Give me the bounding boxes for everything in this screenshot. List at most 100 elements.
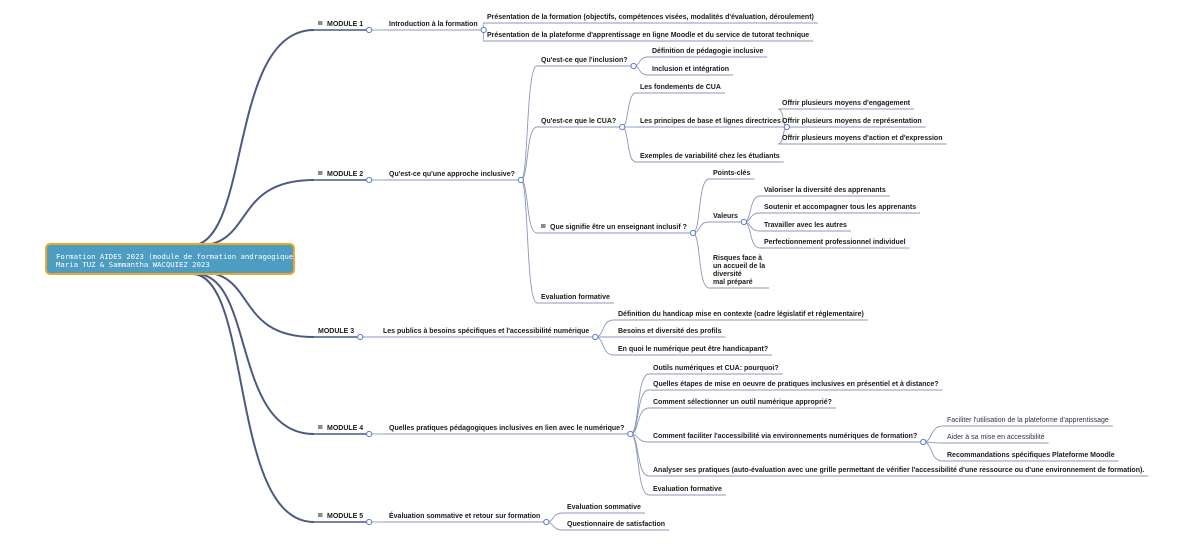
collapse-toggle-icon[interactable] [480, 26, 487, 34]
collapse-toggle-icon[interactable] [740, 218, 748, 226]
topic-perfectionnement-professionnel-individue[interactable]: Perfectionnement professionnel individue… [764, 239, 906, 246]
topic-label: Valoriser la diversité des apprenants [764, 187, 886, 194]
topic-label: Les principes de base et lignes directri… [640, 118, 781, 125]
topic-quelles-pratiques-pedagogiques-inclusive[interactable]: Quelles pratiques pédagogiques inclusive… [389, 425, 624, 432]
topic-label: Recommandations spécifiques Plateforme M… [947, 452, 1115, 459]
collapse-toggle-icon[interactable] [619, 123, 626, 131]
topic-les-principes-de-base-et-lignes-directri[interactable]: Les principes de base et lignes directri… [640, 118, 781, 125]
topic-label-line: un accueil de la [713, 263, 765, 270]
topic-soutenir-et-accompagner-tous-les-apprena[interactable]: Soutenir et accompagner tous les apprena… [764, 204, 916, 211]
root-branch-line [195, 179, 315, 247]
topic-label: Perfectionnement professionnel individue… [764, 239, 906, 246]
collapse-toggle-icon[interactable] [627, 430, 634, 438]
topic-qu-est-ce-que-le-cua[interactable]: Qu'est-ce que le CUA? [541, 118, 616, 125]
topic-module-5[interactable]: MODULE 5 [318, 513, 363, 520]
topic-comment-faciliter-l-accessibilite-via-en[interactable]: Comment faciliter l'accessibilité via en… [653, 433, 917, 440]
topic-label-line: mal préparé [713, 279, 753, 286]
branch-line [621, 92, 637, 128]
topic-en-quoi-le-numerique-peut-etre-handicapa[interactable]: En quoi le numérique peut être handicapa… [618, 346, 768, 353]
topic-quelles-etapes-de-mise-en-oeuvre-de-prat[interactable]: Quelles étapes de mise en oeuvre de prat… [653, 381, 939, 388]
topic-label: Besoins et diversité des profils [618, 328, 722, 335]
topic-analyser-ses-pratiques-auto-evaluation-a[interactable]: Analyser ses pratiques (auto-évaluation … [653, 467, 1144, 474]
topic-questionnaire-de-satisfaction[interactable]: Questionnaire de satisfaction [567, 521, 665, 528]
topic-label: Outils numériques et CUA: pourquoi? [653, 365, 779, 372]
topic-module-3[interactable]: MODULE 3 [318, 328, 354, 335]
branch-line [621, 126, 637, 163]
topic-label: Questionnaire de satisfaction [567, 521, 665, 528]
topic-label: Inclusion et intégration [652, 66, 729, 73]
central-topic-authors: Maria TUZ & Sammantha WACQUIEZ 2023 [56, 260, 210, 269]
branch-line [743, 195, 761, 223]
topic-inclusion-et-integration[interactable]: Inclusion et intégration [652, 66, 729, 73]
topic-recommandations-specifiques-plateforme-m[interactable]: Recommandations spécifiques Plateforme M… [947, 452, 1115, 459]
topic-label: Qu'est-ce qu'une approche inclusive? [389, 171, 515, 178]
branch-line [520, 126, 538, 181]
topic-label: Que signifie être un enseignant inclusif… [550, 224, 687, 231]
topic-introduction-a-la-formation[interactable]: Introduction à la formation [389, 21, 478, 28]
topic-definition-de-pedagogie-inclusive[interactable]: Définition de pédagogie inclusive [652, 48, 763, 55]
topic-risques-face-a-un-accueil-de-la-diversit[interactable]: Risques face àun accueil de ladiversitém… [713, 255, 765, 286]
topic-label: Evaluation formative [541, 294, 610, 301]
branch-line [692, 178, 710, 234]
topic-evaluation-sommative-et-retour-sur-forma[interactable]: Évaluation sommative et retour sur forma… [389, 511, 540, 520]
topic-label: MODULE 5 [327, 513, 363, 520]
topic-travailler-avec-les-autres[interactable]: Travailler avec les autres [764, 222, 847, 229]
topic-exemples-de-variabilite-chez-les-etudian[interactable]: Exemples de variabilité chez les étudian… [640, 153, 780, 160]
topic-label: Présentation de la formation (objectifs,… [487, 14, 814, 21]
topic-besoins-et-diversite-des-profils[interactable]: Besoins et diversité des profils [618, 328, 722, 335]
topic-label: En quoi le numérique peut être handicapa… [618, 346, 768, 353]
branch-line [520, 65, 538, 181]
topic-aider-a-sa-mise-en-accessibilite[interactable]: Aider à sa mise en accessibilité [947, 434, 1045, 441]
topic-label: Présentation de la plateforme d'apprenti… [487, 32, 809, 39]
topic-module-4[interactable]: MODULE 4 [318, 425, 363, 432]
topic-evaluation-formative[interactable]: Evaluation formative [653, 486, 722, 493]
topic-evaluation-sommative[interactable]: Evaluation sommative [567, 504, 641, 511]
topic-label: Offrir plusieurs moyens d'action et d'ex… [782, 135, 942, 142]
collapse-toggle-icon[interactable] [630, 62, 637, 70]
note-icon [318, 425, 323, 429]
collapse-toggle-icon[interactable] [689, 229, 697, 237]
topic-label: Qu'est-ce que l'inclusion? [541, 57, 628, 64]
topic-label: MODULE 1 [327, 21, 363, 28]
topic-evaluation-formative[interactable]: Evaluation formative [541, 294, 610, 301]
collapse-toggle-icon[interactable] [366, 176, 373, 184]
topic-label: MODULE 3 [318, 328, 354, 335]
collapse-toggle-icon[interactable] [592, 333, 599, 341]
topic-comment-selectionner-un-outil-numerique-[interactable]: Comment sélectionner un outil numérique … [653, 399, 832, 406]
collapse-toggle-icon[interactable] [517, 176, 524, 184]
central-topic[interactable]: Formation AIDES 2023 (module de formatio… [45, 243, 298, 275]
topic-offrir-plusieurs-moyens-d-engagement[interactable]: Offrir plusieurs moyens d'engagement [782, 100, 911, 107]
collapse-toggle-icon[interactable] [920, 438, 927, 446]
topic-faciliter-l-utilisation-de-la-plateforme[interactable]: Faciliter l'utilisation de la plateforme… [947, 417, 1109, 424]
topic-label: Définition du handicap mise en contexte … [618, 311, 864, 318]
topic-module-2[interactable]: MODULE 2 [318, 171, 363, 178]
note-icon [318, 21, 323, 25]
note-icon [318, 513, 323, 517]
topic-presentation-de-la-formation-objectifs-c[interactable]: Présentation de la formation (objectifs,… [487, 14, 814, 21]
topic-offrir-plusieurs-moyens-de-representatio[interactable]: Offrir plusieurs moyens de représentatio… [782, 118, 922, 125]
topic-les-fondements-de-cua[interactable]: Les fondements de CUA [640, 84, 721, 91]
topic-label: MODULE 4 [327, 425, 363, 432]
collapse-toggle-icon[interactable] [366, 430, 373, 438]
branch-line [630, 433, 650, 477]
collapse-toggle-icon[interactable] [543, 518, 550, 526]
topic-valoriser-la-diversite-des-apprenants[interactable]: Valoriser la diversité des apprenants [764, 187, 886, 194]
collapse-toggle-icon[interactable] [366, 518, 373, 526]
topic-definition-du-handicap-mise-en-contexte-[interactable]: Définition du handicap mise en contexte … [618, 311, 864, 318]
topic-module-1[interactable]: MODULE 1 [318, 21, 363, 28]
topic-points-cles[interactable]: Points-clés [713, 170, 750, 177]
topic-label: Exemples de variabilité chez les étudian… [640, 153, 780, 160]
collapse-toggle-icon[interactable] [783, 123, 790, 131]
topic-offrir-plusieurs-moyens-d-action-et-d-ex[interactable]: Offrir plusieurs moyens d'action et d'ex… [782, 135, 942, 142]
collapse-toggle-icon[interactable] [357, 333, 364, 341]
topic-valeurs[interactable]: Valeurs [713, 213, 738, 220]
topic-presentation-de-la-plateforme-d-apprenti[interactable]: Présentation de la plateforme d'apprenti… [487, 32, 809, 39]
branch-line [923, 441, 944, 462]
topic-outils-numeriques-et-cua-pourquoi[interactable]: Outils numériques et CUA: pourquoi? [653, 365, 779, 372]
topic-les-publics-a-besoins-specifiques-et-l-a[interactable]: Les publics à besoins spécifiques et l'a… [383, 328, 589, 335]
topic-que-signifie-etre-un-enseignant-inclusif[interactable]: Que signifie être un enseignant inclusif… [541, 224, 687, 231]
topic-qu-est-ce-qu-une-approche-inclusive[interactable]: Qu'est-ce qu'une approche inclusive? [389, 171, 515, 178]
collapse-toggle-icon[interactable] [366, 26, 373, 34]
topic-qu-est-ce-que-l-inclusion[interactable]: Qu'est-ce que l'inclusion? [541, 57, 628, 64]
